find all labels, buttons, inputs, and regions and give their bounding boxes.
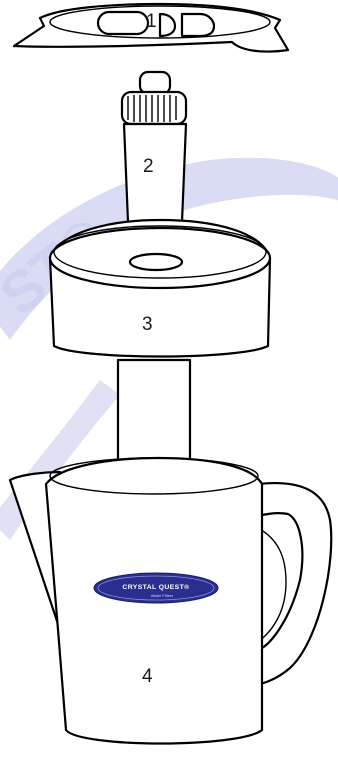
cartridge-body xyxy=(124,124,186,228)
reservoir-hole xyxy=(130,254,182,270)
part-number-1: 1 xyxy=(146,11,157,32)
lid-opening-right xyxy=(182,14,214,36)
connecting-stem xyxy=(118,360,190,462)
crystal-quest-logo: CRYSTAL QUEST® Water Filters xyxy=(94,573,218,603)
part-number-4: 4 xyxy=(142,666,153,687)
lid-spout-opening xyxy=(98,12,148,34)
part-1-lid: 1 xyxy=(14,4,288,52)
cartridge-cap xyxy=(140,72,170,94)
part-4-pitcher: CRYSTAL QUEST® Water Filters 4 xyxy=(10,458,331,744)
part-3-reservoir: 3 xyxy=(50,220,270,357)
logo-text: CRYSTAL QUEST® xyxy=(122,583,189,591)
pitcher-handle xyxy=(258,483,331,684)
part-2-filter-cartridge: 2 xyxy=(122,72,186,228)
part-number-2: 2 xyxy=(143,156,154,177)
logo-subtext: Water Filters xyxy=(151,593,174,598)
part-number-3: 3 xyxy=(142,314,153,335)
